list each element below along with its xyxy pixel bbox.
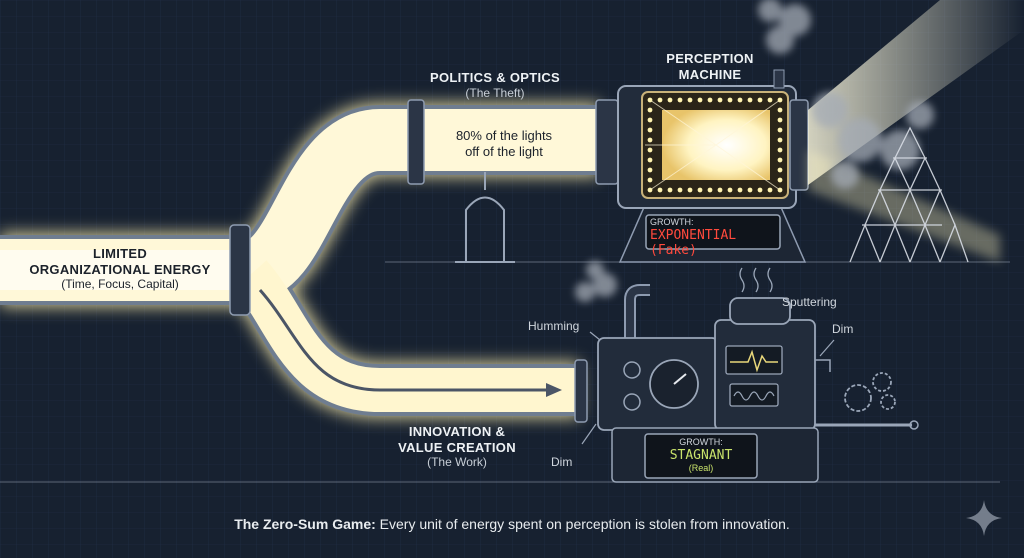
footer-bold: The Zero-Sum Game: (234, 516, 376, 532)
marquee-bulb (647, 167, 653, 173)
politics-label: POLITICS & OPTICS (The Theft) (410, 70, 580, 100)
marquee-bulb (697, 97, 703, 103)
politics-subtitle: (The Theft) (465, 85, 525, 100)
innovation-title-2: VALUE CREATION (398, 439, 516, 455)
marquee-bulb (777, 107, 783, 113)
marquee-bulb (767, 97, 773, 103)
source-subtitle: (Time, Focus, Capital) (61, 277, 179, 292)
marquee-bulb (747, 97, 753, 103)
fake-growth-label: GROWTH: (650, 217, 694, 227)
marquee-bulb (657, 97, 663, 103)
marquee-bulb (647, 107, 653, 113)
marquee-bulb (647, 177, 653, 183)
house-of-cards (849, 126, 969, 263)
smoke-clouds (575, 0, 934, 302)
pipe-support-stand (455, 172, 515, 263)
real-growth-display (644, 433, 758, 479)
real-growth-readout: GROWTH: STAGNANT (Real) (647, 437, 755, 474)
marquee-bulb (777, 97, 783, 103)
marquee-bulb (667, 97, 673, 103)
perception-title-1: PERCEPTION (666, 51, 754, 66)
marquee-bulb (687, 97, 693, 103)
marquee-bulb (677, 97, 683, 103)
innovation-title-1: INNOVATION & (408, 424, 506, 439)
marquee-bulb (737, 187, 743, 193)
pipe-couplings (229, 99, 588, 423)
marquee-bulb (777, 147, 783, 153)
fake-growth-display (645, 214, 781, 250)
marquee-bulb (647, 137, 653, 143)
marquee-bulb (707, 97, 713, 103)
fake-growth-readout: GROWTH: EXPONENTIAL (Fake) (650, 217, 778, 259)
dim-note-left: Dim (551, 455, 573, 469)
fake-growth-value: EXPONENTIAL (Fake) (650, 227, 737, 259)
marquee-bulb (777, 167, 783, 173)
humming-note: Humming (528, 319, 580, 333)
marquee-bulb (647, 157, 653, 163)
marquee-bulb (777, 187, 783, 193)
marquee-bulb (757, 187, 763, 193)
footer-caption: The Zero-Sum Game: Every unit of energy … (0, 516, 1024, 532)
pipe-text-line-1: 80% of the lights (455, 128, 553, 143)
marquee-bulb (757, 97, 763, 103)
marquee-bulb (727, 187, 733, 193)
dim-note-right: Dim (832, 322, 854, 336)
marquee-bulb (647, 147, 653, 153)
real-growth-note: (Real) (688, 463, 714, 474)
marquee-bulb (717, 97, 723, 103)
marquee-bulb (777, 157, 783, 163)
perception-title-2: MACHINE (678, 66, 742, 82)
real-growth-label: GROWTH: (679, 437, 723, 447)
marquee-bulb (697, 187, 703, 193)
marquee-bulb (777, 117, 783, 123)
marquee-bulb (777, 127, 783, 133)
real-growth-value: STAGNANT (669, 447, 733, 463)
marquee-bulb (647, 187, 653, 193)
marquee-bulb (767, 187, 773, 193)
innovation-subtitle: (The Work) (427, 455, 487, 470)
politics-pipe-text: 80% of the lights off of the light (424, 128, 584, 159)
marquee-bulb (657, 187, 663, 193)
marquee-bulbs (647, 97, 783, 193)
innovation-label: INNOVATION & VALUE CREATION (The Work) (382, 424, 532, 470)
marquee-bulb (667, 187, 673, 193)
source-label: LIMITED ORGANIZATIONAL ENERGY (Time, Foc… (20, 246, 220, 292)
sputtering-note: Sputtering (782, 295, 837, 309)
perception-machine-label: PERCEPTION MACHINE (640, 51, 780, 82)
marquee-bulb (777, 177, 783, 183)
work-machine (581, 267, 919, 483)
sparkle-icon (966, 500, 1002, 536)
perception-machine (595, 69, 809, 263)
pipe-text-line-2: off of the light (465, 143, 543, 159)
marquee-bulb (647, 117, 653, 123)
marquee-bulb (647, 97, 653, 103)
marquee-bulb (777, 137, 783, 143)
footer-text: Every unit of energy spent on perception… (375, 516, 790, 532)
politics-title: POLITICS & OPTICS (429, 70, 561, 85)
marquee-bulb (727, 97, 733, 103)
energy-pipes (0, 103, 600, 418)
marquee-bulb (717, 187, 723, 193)
marquee-bulb (677, 187, 683, 193)
marquee-bulb (687, 187, 693, 193)
source-title-2: ORGANIZATIONAL ENERGY (29, 261, 211, 277)
marquee-bulb (707, 187, 713, 193)
marquee-bulb (747, 187, 753, 193)
source-title: LIMITED (92, 246, 148, 261)
marquee-bulb (737, 97, 743, 103)
marquee-bulb (647, 127, 653, 133)
